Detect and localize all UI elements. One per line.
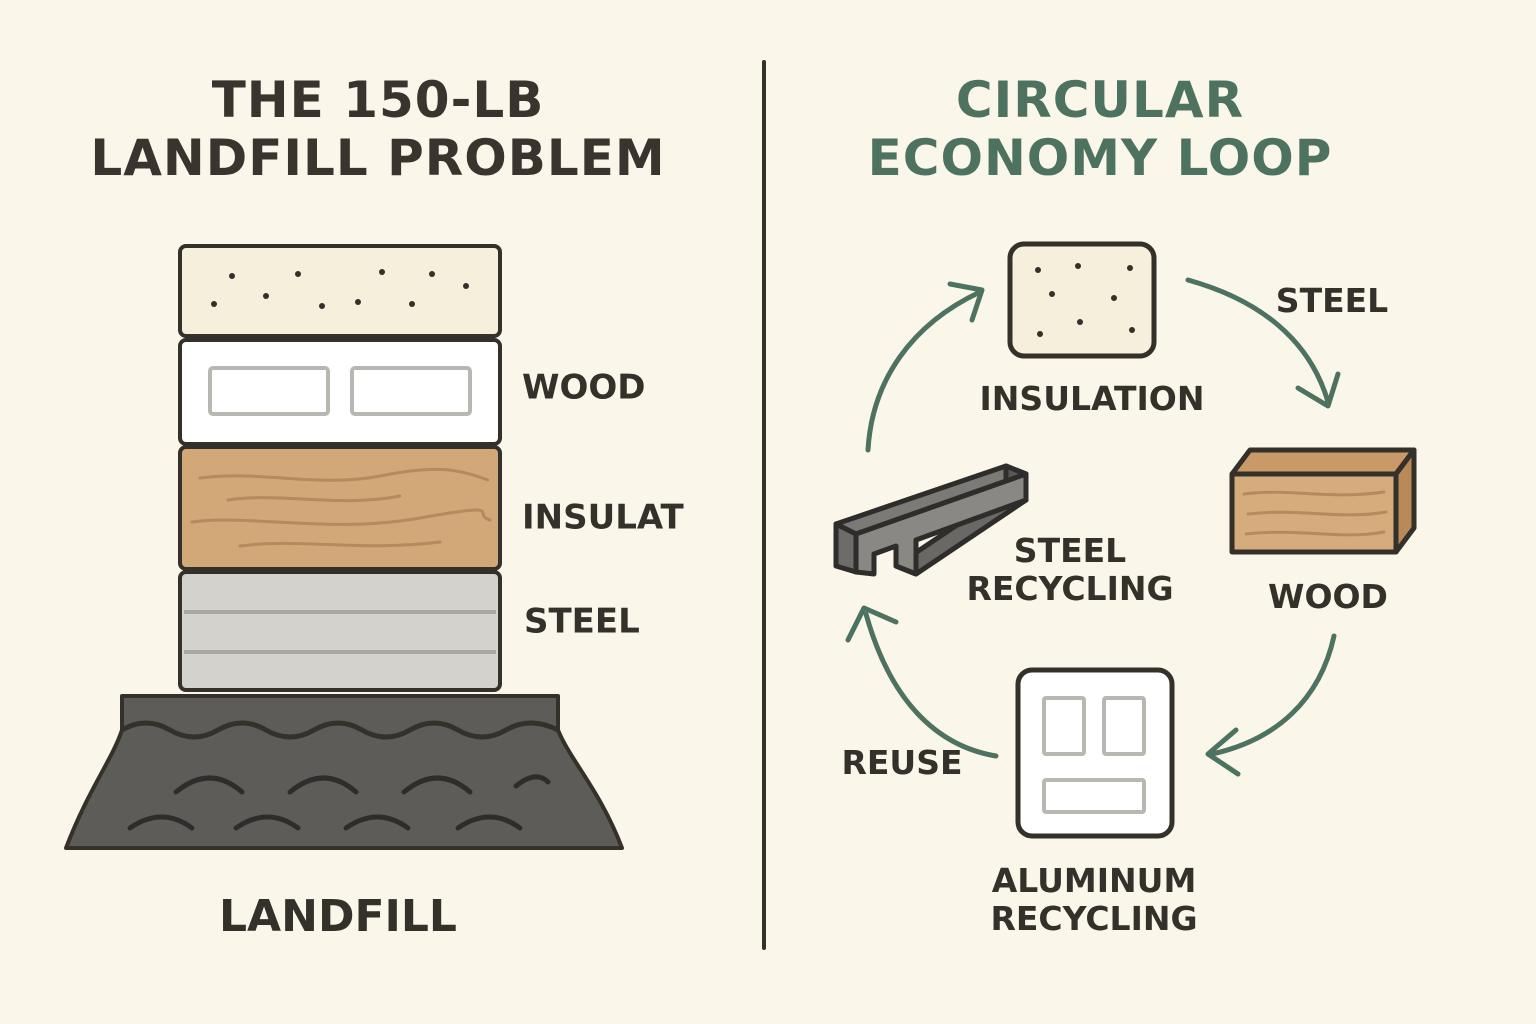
wood-block bbox=[1229, 447, 1417, 555]
panel-layer bbox=[178, 338, 502, 446]
layer-label-steel: STEEL bbox=[524, 601, 640, 642]
aluminum-panel bbox=[1015, 667, 1175, 839]
right-title: CIRCULAR ECONOMY LOOP bbox=[867, 71, 1333, 187]
layer-label-wood: WOOD bbox=[522, 367, 646, 408]
landfill-label: LANDFILL bbox=[219, 891, 457, 942]
landfill-mound bbox=[64, 694, 624, 850]
right-title-line2: ECONOMY LOOP bbox=[867, 128, 1333, 187]
arrow-aluminum-to-steel bbox=[863, 611, 999, 759]
right-title-line1: CIRCULAR bbox=[955, 71, 1245, 129]
insulation-block bbox=[1007, 241, 1157, 359]
steel-layer bbox=[178, 570, 502, 692]
arrow-wood-to-aluminum bbox=[1209, 633, 1337, 757]
node-label-reuse: REUSE bbox=[841, 743, 963, 782]
left-title: THE 150-LB LANDFILL PROBLEM bbox=[90, 71, 666, 187]
steel-channel bbox=[833, 463, 1029, 577]
left-title-line1: THE 150-LB bbox=[211, 71, 545, 129]
aluminum-recycling-line2: RECYCLING bbox=[990, 898, 1198, 938]
wood-layer bbox=[178, 445, 502, 571]
layer-label-insulat: INSULAT bbox=[522, 497, 684, 538]
top-speckled-layer bbox=[178, 244, 502, 338]
loop-arrows bbox=[845, 277, 1341, 777]
aluminum-recycling-line1: ALUMINUM bbox=[991, 861, 1197, 900]
steel-recycling-line2: RECYCLING bbox=[966, 568, 1174, 608]
node-label-wood: WOOD bbox=[1268, 577, 1388, 616]
arrow-label-steel: STEEL bbox=[1275, 281, 1389, 320]
arrow-steel-to-insulation bbox=[865, 289, 983, 453]
left-title-line2: LANDFILL PROBLEM bbox=[90, 128, 666, 187]
steel-recycling-line1: STEEL bbox=[1013, 531, 1127, 570]
node-label-aluminum-recycling: ALUMINUM RECYCLING bbox=[990, 862, 1197, 938]
arrow-insulation-to-wood bbox=[1185, 277, 1331, 405]
node-label-insulation: INSULATION bbox=[979, 379, 1205, 418]
node-label-steel-recycling: STEEL RECYCLING bbox=[966, 532, 1173, 608]
layer-stack bbox=[178, 244, 502, 692]
